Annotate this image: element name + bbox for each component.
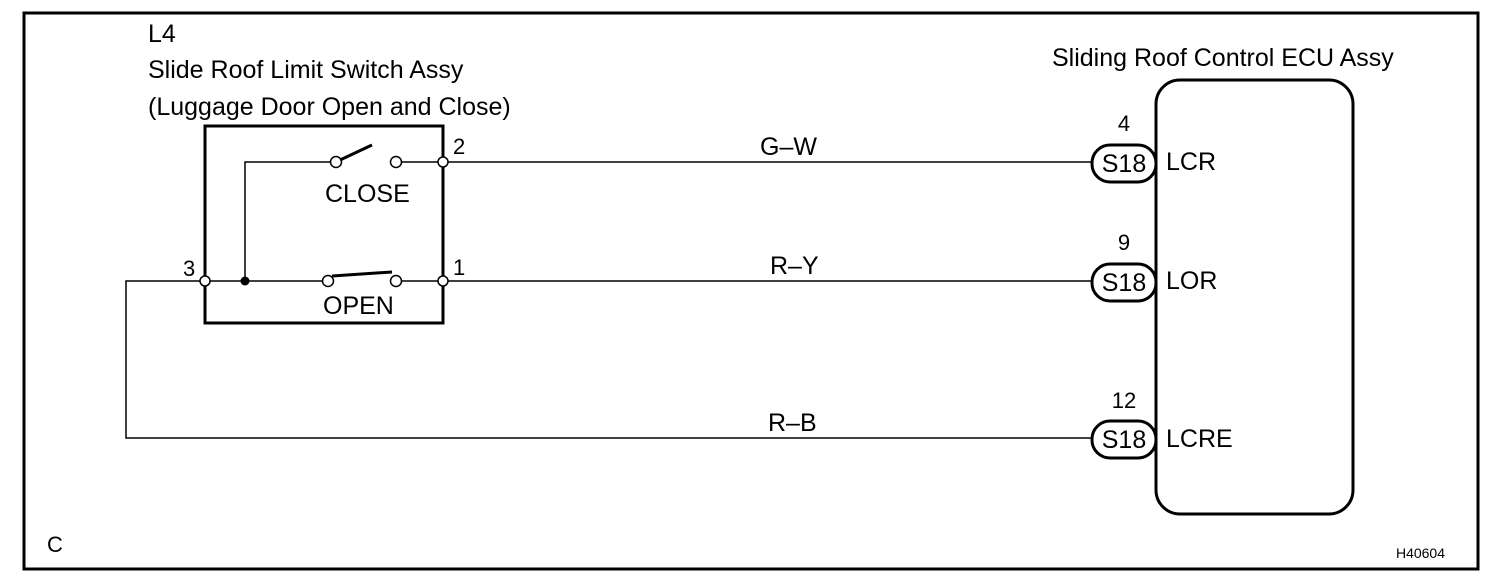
figure-id: H40604 — [1396, 545, 1445, 561]
switch-internal-wiring — [205, 161, 443, 286]
pin-terminal-1 — [437, 275, 449, 287]
switch-subtitle: (Luggage Door Open and Close) — [148, 93, 511, 121]
switch-pin-open: 1 — [453, 255, 465, 280]
switch-connector-code: L4 — [148, 20, 176, 48]
ecu-signal-lor: LOR — [1166, 267, 1217, 295]
ecu-connector-code-lcre: S18 — [1102, 426, 1146, 454]
switch-box — [203, 124, 445, 325]
ecu-connector-code-lor: S18 — [1102, 269, 1146, 297]
corner-label: C — [47, 532, 63, 557]
ecu-signal-lcre: LCRE — [1166, 425, 1233, 453]
wire-r-b — [125, 280, 1093, 439]
close-switch-label: CLOSE — [325, 180, 410, 208]
ecu-pin-lor: 9 — [1118, 230, 1130, 255]
ecu-name: Sliding Roof Control ECU Assy — [1052, 44, 1394, 72]
wire-label-r-b: R–B — [768, 409, 817, 437]
pin-terminal-2 — [437, 156, 449, 168]
ecu-connector-lcre — [1090, 419, 1158, 460]
close-switch-symbol — [329, 143, 403, 169]
wire-label-g-w: G–W — [760, 133, 817, 161]
switch-name: Slide Roof Limit Switch Assy — [148, 56, 464, 84]
open-switch-label: OPEN — [323, 292, 394, 320]
ecu-signal-lcr: LCR — [1166, 148, 1216, 176]
ecu-connector-code-lcr: S18 — [1102, 150, 1146, 178]
ecu-box — [1154, 78, 1355, 516]
switch-pin-common: 3 — [183, 256, 195, 281]
ecu-connector-lcr — [1090, 143, 1158, 184]
ecu-connector-lor — [1090, 262, 1158, 303]
ecu-pin-lcre: 12 — [1112, 388, 1136, 413]
junction-dot — [240, 276, 250, 286]
ecu-pin-lcr: 4 — [1118, 111, 1130, 136]
pin-terminal-3 — [199, 275, 211, 287]
wire-label-r-y: R–Y — [770, 252, 819, 280]
diagram-frame — [22, 11, 1480, 571]
open-switch-symbol — [321, 270, 403, 288]
switch-pin-close: 2 — [453, 134, 465, 159]
